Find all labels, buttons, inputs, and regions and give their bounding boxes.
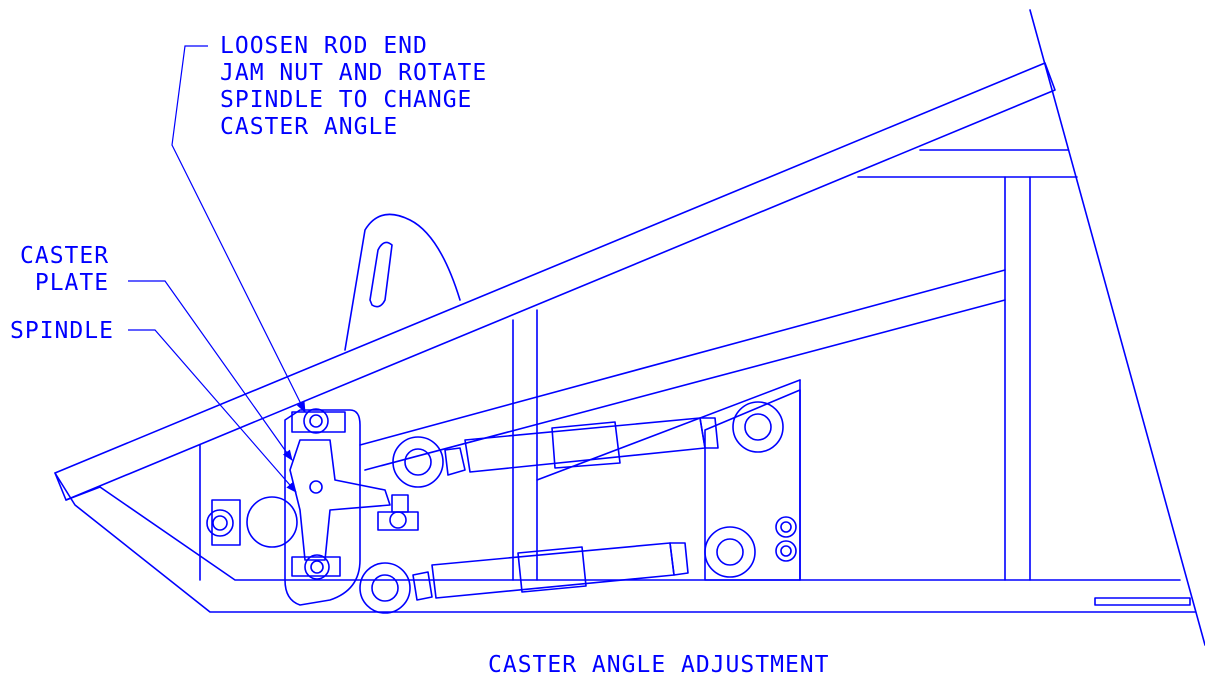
caster-plate-line-2: PLATE — [34, 270, 110, 296]
leader-lines — [128, 45, 306, 493]
spindle-label: SPINDLE — [10, 318, 114, 344]
note-line-3: SPINDLE TO CHANGE — [220, 87, 473, 113]
note-line-4: CASTER ANGLE — [220, 114, 399, 140]
drawing-title: CASTER ANGLE ADJUSTMENT — [488, 652, 830, 678]
note-line-1: LOOSEN ROD END — [220, 33, 428, 59]
caster-plate-line-1: CASTER — [20, 243, 110, 269]
chassis-frame — [54, 9, 1205, 646]
note-line-2: JAM NUT AND ROTATE — [220, 60, 488, 86]
